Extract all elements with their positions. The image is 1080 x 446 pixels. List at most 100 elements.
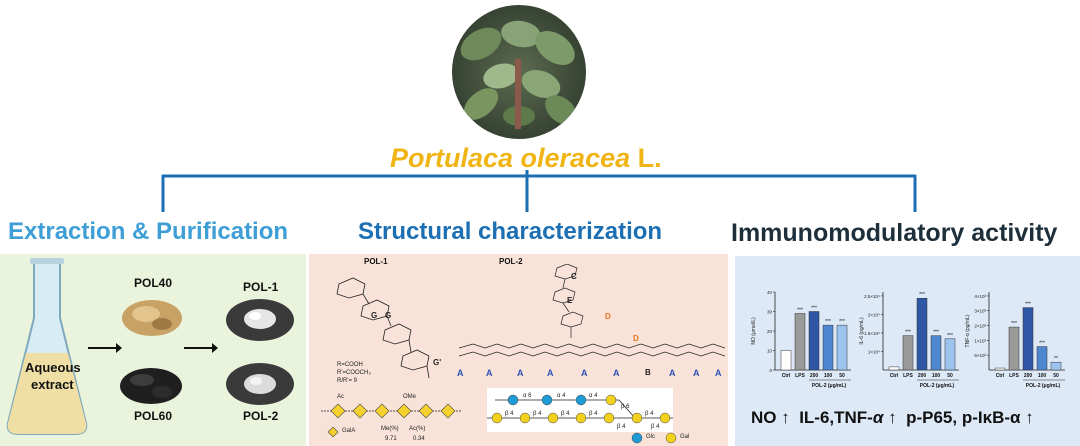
linkage-label: β 4 xyxy=(651,424,660,430)
flask-label-2: extract xyxy=(31,377,74,392)
r-def-3: R/R'= 9 xyxy=(337,378,357,384)
bar xyxy=(916,297,928,371)
significance-label: *** xyxy=(1025,302,1031,308)
ac-value: 0.34 xyxy=(413,436,425,442)
pol40-sample xyxy=(122,300,182,336)
bar xyxy=(1036,346,1048,371)
x-axis-label: POL-2 (μg/mL) xyxy=(1026,383,1061,389)
species-authority: L. xyxy=(637,143,662,173)
significance-label: *** xyxy=(947,333,953,339)
arrow-2-icon xyxy=(184,343,218,353)
pol1-structure-label: POL-1 xyxy=(364,257,388,266)
y-tick-label: 3×10³ xyxy=(974,309,986,314)
y-tick-label: 20 xyxy=(767,329,773,334)
x-tick-label: 200 xyxy=(1024,373,1033,379)
x-tick-label: Ctrl xyxy=(996,373,1005,379)
immuno-heading: Immunomodulatory activity xyxy=(731,219,1058,247)
significance-label: *** xyxy=(905,330,911,336)
linkage-label: β 4 xyxy=(505,411,514,417)
linkage-label: β 4 xyxy=(533,411,542,417)
bar xyxy=(1008,326,1020,371)
x-tick-label: LPS xyxy=(1009,373,1019,379)
y-axis-label: TNF-α (pg/mL) xyxy=(965,314,971,347)
significance-label: *** xyxy=(933,330,939,336)
x-tick-label: 50 xyxy=(1053,373,1059,379)
x-axis-label: POL-2 (μg/mL) xyxy=(812,383,847,389)
extraction-panel: Aqueous extract POL40 POL60 POL-1 POL-2 xyxy=(0,254,306,446)
pol2-letter-b: B xyxy=(645,368,651,377)
pol2-structure-label: POL-2 xyxy=(499,257,523,266)
me-header: Me(%) xyxy=(381,426,399,432)
y-tick-label: 0 xyxy=(769,368,772,373)
x-axis-label: POL-2 (μg/mL) xyxy=(920,383,955,389)
linkage-label: α 4 xyxy=(589,393,598,399)
pol1-sample xyxy=(226,299,294,341)
significance-label: *** xyxy=(811,306,817,312)
bar xyxy=(794,313,806,371)
y-tick-label: 1×10³ xyxy=(974,338,986,343)
bar xyxy=(780,350,792,371)
x-tick-label: 50 xyxy=(947,373,953,379)
gala-legend-icon xyxy=(327,426,339,438)
linkage-label: β 4 xyxy=(561,411,570,417)
result-no-up: ↑ xyxy=(781,408,790,427)
pol1-structure xyxy=(336,277,430,379)
flask-label-1: Aqueous xyxy=(25,360,81,375)
x-tick-label: 200 xyxy=(810,373,819,379)
extraction-heading: Extraction & Purification xyxy=(8,218,289,245)
y-tick-label: 4×10³ xyxy=(974,294,986,299)
pol1-g2: G xyxy=(385,311,392,320)
y-tick-label: 10 xyxy=(767,349,773,354)
r-def-2: R'=COOCH₃ xyxy=(337,370,371,376)
bar xyxy=(930,335,942,371)
pol1-label: POL-1 xyxy=(243,280,279,294)
r-def-1: R=COOH xyxy=(337,362,363,368)
pol60-label: POL60 xyxy=(134,409,173,423)
y-tick-label: 30 xyxy=(767,310,773,315)
structure-heading: Structural characterization xyxy=(358,218,663,245)
linkage-label: β 6 xyxy=(621,404,630,410)
a-label: A xyxy=(581,368,588,378)
tree-connector xyxy=(161,170,917,212)
result-cytokines: IL-6,TNF- xyxy=(799,408,873,427)
result-cyto-up: ↑ xyxy=(888,408,897,427)
ome-label: OMe xyxy=(403,394,417,400)
pol2-letter-d2: D xyxy=(633,334,639,343)
bar xyxy=(944,338,956,371)
bar xyxy=(888,366,900,371)
pol40-label: POL40 xyxy=(134,276,173,290)
linkage-label: β 4 xyxy=(617,424,626,430)
y-tick-label: 1.5×10⁴ xyxy=(864,331,880,336)
significance-label: *** xyxy=(797,307,803,313)
x-tick-label: 100 xyxy=(824,373,833,379)
significance-label: *** xyxy=(1039,341,1045,347)
pol2-letter-c: C xyxy=(571,272,577,281)
gal-legend-label: Gal xyxy=(680,434,690,440)
y-axis-label: IL-6 (pg/mL) xyxy=(859,317,865,345)
a-label: A xyxy=(613,368,620,378)
me-value: 9.71 xyxy=(385,436,397,442)
pol2-label: POL-2 xyxy=(243,409,279,423)
species-name: Portulaca oleracea xyxy=(390,143,631,173)
a-label: A xyxy=(547,368,554,378)
structure-panel: POL-1 POL-2 G G G' R=COOH R'=COOCH₃ R/R'… xyxy=(309,254,728,446)
y-axis-label: NO (μmol/L) xyxy=(751,317,757,345)
gala-legend-label: GalA xyxy=(342,428,356,434)
linkage-label: β 4 xyxy=(645,411,654,417)
y-tick-label: 2×10⁴ xyxy=(868,312,880,317)
x-tick-label: 50 xyxy=(839,373,845,379)
y-tick-label: 1×10⁴ xyxy=(868,349,880,354)
ac-header: Ac(%) xyxy=(409,426,426,432)
pol2-letter-d1: D xyxy=(605,312,611,321)
linkage-label: α 4 xyxy=(557,393,566,399)
bar xyxy=(1050,361,1062,371)
significance-label: *** xyxy=(839,319,845,325)
y-tick-label: 5×10² xyxy=(974,353,986,358)
glc-legend-icon xyxy=(631,432,643,444)
result-no: NO xyxy=(751,408,777,427)
bar xyxy=(808,311,820,371)
a-label: A xyxy=(669,368,676,378)
pol60-sample xyxy=(120,368,182,404)
x-tick-label: Ctrl xyxy=(890,373,899,379)
a-label: A xyxy=(457,368,464,378)
